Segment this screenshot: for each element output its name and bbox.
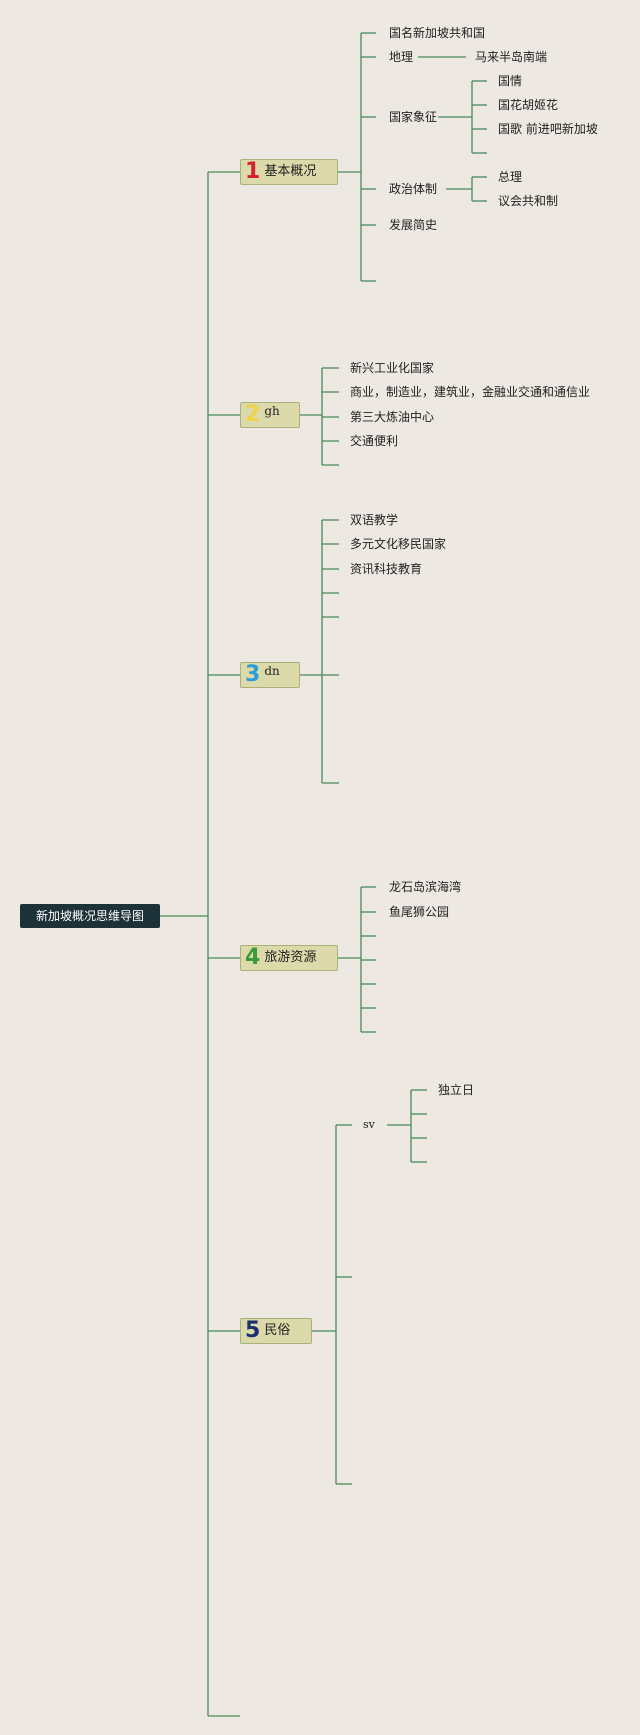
branch-1-label: 基本概况 [264,164,317,179]
leaf-sv[interactable]: sv [363,1118,375,1131]
leaf-transport-convenience[interactable]: 交通便利 [350,434,399,448]
branch-2-gh[interactable]: 2 gh [240,402,300,428]
branch-5-number: 5 [245,1318,261,1343]
leaf-multicultural-immigrant-nation[interactable]: 多元文化移民国家 [350,537,447,551]
branch-4-tourism[interactable]: 4 旅游资源 [240,945,338,971]
branch-2-number: 2 [245,402,261,427]
leaf-parliamentary-republic[interactable]: 议会共和制 [498,194,559,208]
leaf-industries[interactable]: 商业，制造业，建筑业，金融业交通和通信业 [350,385,591,399]
branch-3-number: 3 [245,662,261,687]
leaf-merlion-park[interactable]: 鱼尾狮公园 [389,905,450,919]
branch-3-label: dn [264,664,280,678]
leaf-geography[interactable]: 地理 [389,50,414,64]
leaf-independence-day[interactable]: 独立日 [438,1083,475,1097]
leaf-marina-bay[interactable]: 龙石岛滨海湾 [389,880,462,894]
leaf-national-anthem[interactable]: 国歌 前进吧新加坡 [498,122,598,136]
branch-1-number: 1 [245,159,261,184]
leaf-political-system[interactable]: 政治体制 [389,182,438,196]
branch-1-basic-overview[interactable]: 1 基本概况 [240,159,338,185]
branch-3-dn[interactable]: 3 dn [240,662,300,688]
leaf-it-education[interactable]: 资讯科技教育 [350,562,423,576]
branch-2-label: gh [264,404,280,418]
leaf-national-situation[interactable]: 国情 [498,74,523,88]
leaf-prime-minister[interactable]: 总理 [498,170,523,184]
leaf-national-symbols[interactable]: 国家象征 [389,110,438,124]
root-node[interactable]: 新加坡概况思维导图 [20,904,160,928]
leaf-history[interactable]: 发展简史 [389,218,438,232]
branch-4-label: 旅游资源 [264,950,317,965]
leaf-national-flower[interactable]: 国花胡姬花 [498,98,559,112]
leaf-bilingual-education[interactable]: 双语教学 [350,513,399,527]
leaf-malay-peninsula[interactable]: 马来半岛南端 [475,50,548,64]
branch-4-number: 4 [245,945,261,970]
branch-5-label: 民俗 [264,1323,291,1338]
leaf-industrialized-nation[interactable]: 新兴工业化国家 [350,361,435,375]
branch-5-customs[interactable]: 5 民俗 [240,1318,312,1344]
leaf-country-name[interactable]: 国名新加坡共和国 [389,26,486,40]
leaf-oil-refining-center[interactable]: 第三大炼油中心 [350,410,435,424]
